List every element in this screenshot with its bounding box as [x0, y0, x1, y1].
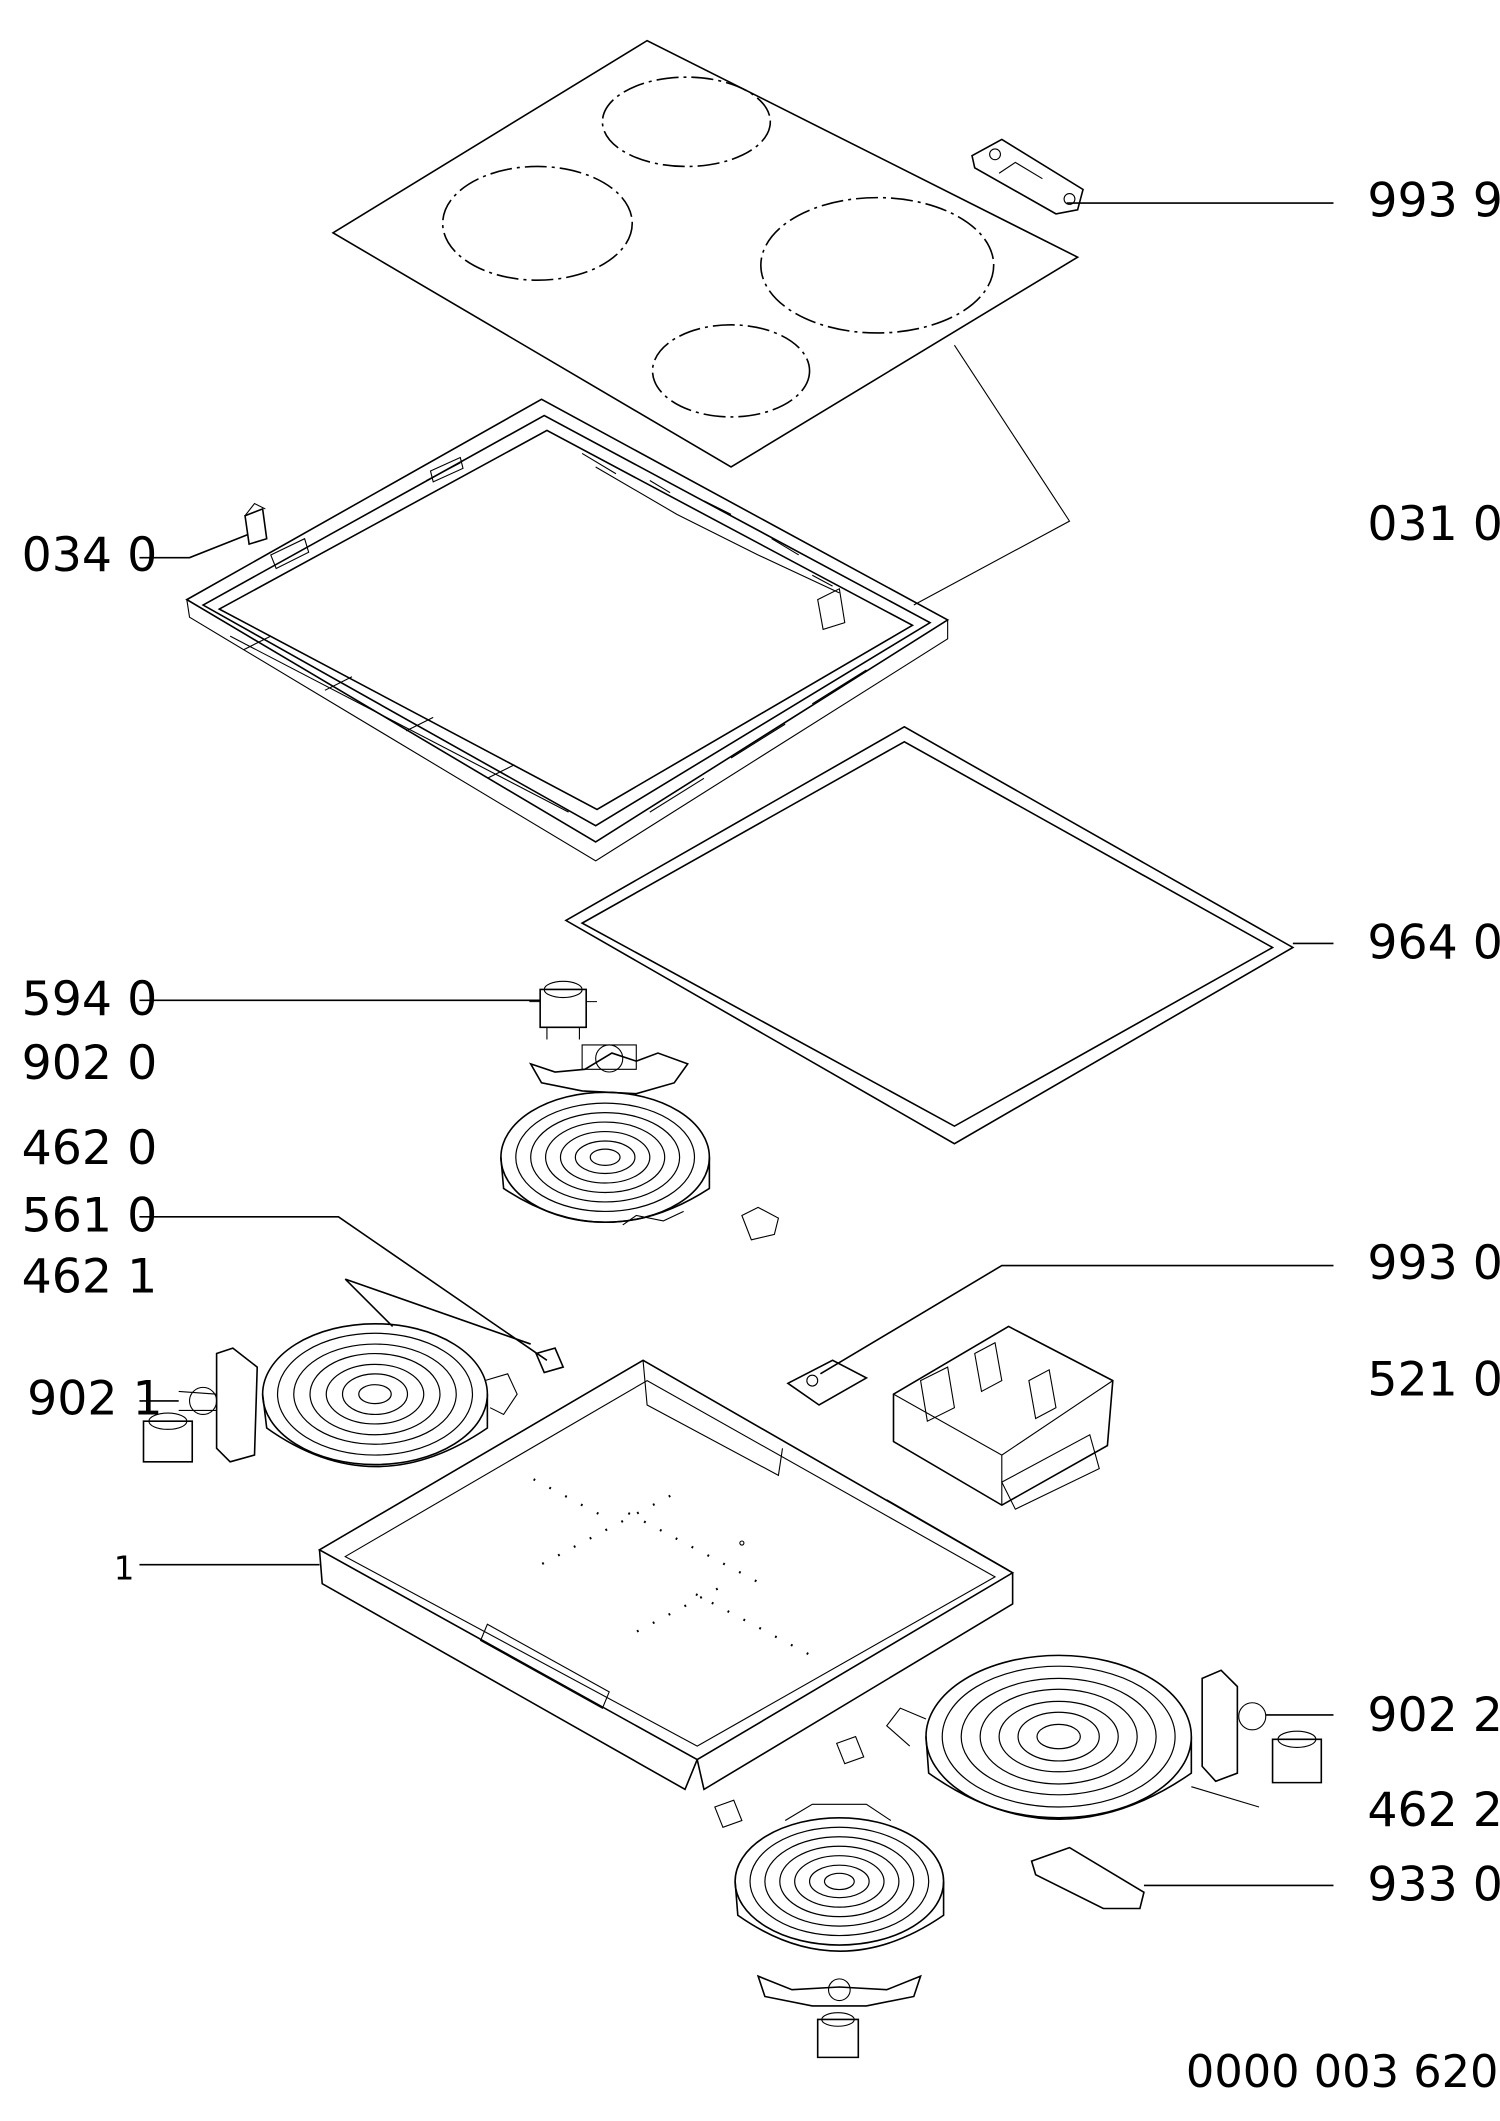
hob-frame: [187, 399, 948, 861]
radiant-heater-462-0: [501, 1092, 779, 1240]
base-tray: · · · · · · · · · · · · · · · · · · · · …: [319, 1360, 1012, 1789]
contactor-993-0: [788, 1360, 867, 1405]
label-031-0: 031 0: [1367, 497, 1500, 552]
label-964-0: 964 0: [1367, 915, 1500, 970]
label-902-2: 902 2: [1367, 1688, 1500, 1743]
glass-ceramic-top: [333, 41, 1078, 605]
bracket-902-0: [531, 1045, 688, 1094]
glass-clip-part: [972, 139, 1083, 213]
label-933-0: 933 0: [1367, 1857, 1500, 1912]
clip-933-0: [1032, 1848, 1144, 1909]
label-993-0: 993 0: [1367, 1236, 1500, 1291]
svg-text:· · · · ·: · · · · ·: [526, 1470, 606, 1524]
bracket-902-1: [144, 1348, 258, 1462]
gasket: [566, 727, 1293, 1144]
label-1: 1: [114, 1550, 135, 1588]
radiant-heater-front: [715, 1737, 944, 2058]
label-521-0: 521 0: [1367, 1353, 1500, 1408]
bracket-902-2: [1202, 1670, 1321, 1782]
label-993-9: 993 9: [1367, 174, 1500, 229]
radiant-heater-462-1: [263, 1324, 518, 1467]
label-462-1: 462 1: [22, 1250, 158, 1305]
document-number: 0000 003 62098: [1186, 2046, 1500, 2098]
label-462-2: 462 2: [1367, 1783, 1500, 1838]
control-module-521: [894, 1326, 1113, 1509]
radiant-heater-462-2: [887, 1655, 1259, 1819]
label-462-0: 462 0: [22, 1121, 158, 1176]
label-561-0: 561 0: [22, 1189, 158, 1244]
frame-clip-part: [245, 504, 267, 545]
terminal-561: [536, 1348, 563, 1372]
callout-labels: 993 9 031 0 034 0 964 0 594 0 902 0 462 …: [22, 174, 1500, 2099]
label-902-0: 902 0: [22, 1036, 158, 1091]
label-902-1: 902 1: [27, 1371, 163, 1426]
limiter-594: [529, 981, 597, 1039]
label-034-0: 034 0: [22, 528, 158, 583]
leader-lines: [139, 203, 1333, 1885]
label-594-0: 594 0: [22, 972, 158, 1027]
